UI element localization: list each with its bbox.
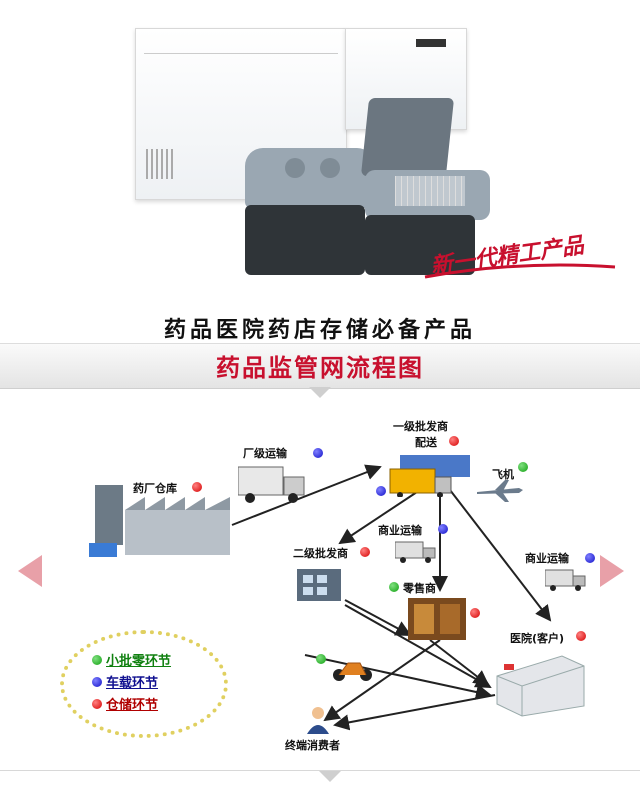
prev-arrow-icon[interactable] bbox=[18, 555, 42, 587]
retailer-label: 零售商 bbox=[403, 582, 436, 595]
retailer-green-dot bbox=[389, 582, 399, 592]
consumer-label: 终端消费者 bbox=[285, 739, 340, 752]
chest-freezer-left-image bbox=[135, 28, 347, 200]
distributor-l2-label: 二级批发商 bbox=[293, 547, 348, 560]
commercial-transport-2-blue-dot bbox=[585, 553, 595, 563]
legend-red-dot bbox=[92, 699, 102, 709]
portable-cooler-open-image bbox=[365, 170, 490, 220]
retailer-red-dot bbox=[470, 608, 480, 618]
portable-cooler-open-base bbox=[365, 215, 475, 275]
factory-warehouse-icon bbox=[89, 485, 230, 557]
distributor-l1-blue-dot bbox=[376, 486, 386, 496]
van-icon-2 bbox=[545, 569, 586, 591]
distribution-center-icon bbox=[389, 455, 470, 497]
factory-transport-blue-dot bbox=[313, 448, 323, 458]
legend-storage: 仓储环节 bbox=[106, 698, 159, 713]
hero-tagline: 药品医院药店存储必备产品 bbox=[163, 317, 476, 343]
factory-transport-label: 厂级运输 bbox=[243, 447, 287, 460]
airplane-green-dot bbox=[518, 462, 528, 472]
factory-red-dot bbox=[192, 482, 202, 492]
portable-cooler-closed-image bbox=[245, 148, 375, 208]
section-title-band bbox=[0, 343, 640, 389]
distributor-l1-red-dot bbox=[449, 436, 459, 446]
distributor-l1-sublabel: 配送 bbox=[415, 436, 437, 449]
commercial-transport-1-blue-dot bbox=[438, 524, 448, 534]
distributor-l2-building-icon bbox=[297, 569, 341, 601]
commercial-transport-1-label: 商业运输 bbox=[378, 524, 422, 537]
legend-blue-dot bbox=[92, 677, 102, 687]
portable-cooler-open-lid-image bbox=[360, 98, 455, 176]
distributor-l1-label: 一级批发商 bbox=[393, 420, 448, 433]
hero-banner: 新一代精工产品 bbox=[0, 0, 640, 300]
airplane-label: 飞机 bbox=[492, 468, 514, 481]
hospital-label: 医院(客户) bbox=[510, 632, 565, 645]
legend-vehicle: 车载环节 bbox=[106, 676, 159, 691]
legend-small-batch: 小批零环节 bbox=[106, 654, 172, 669]
airplane-icon bbox=[477, 480, 523, 502]
hospital-building-icon bbox=[496, 655, 585, 717]
truck-icon bbox=[238, 466, 305, 503]
distributor-l2-red-dot bbox=[360, 547, 370, 557]
title-pointer-icon bbox=[309, 387, 331, 398]
flow-connectors bbox=[231, 464, 552, 731]
bottom-pointer-icon bbox=[319, 771, 341, 782]
legend-green-dot bbox=[92, 655, 102, 665]
consumer-person-icon bbox=[307, 707, 329, 734]
section-title: 药品监管网流程图 bbox=[216, 354, 424, 382]
bottom-divider bbox=[0, 770, 640, 771]
motorcycle-green-dot bbox=[316, 654, 326, 664]
motorcycle-icon bbox=[333, 662, 372, 681]
slogan-swoosh bbox=[424, 263, 616, 279]
retail-store-icon bbox=[408, 598, 466, 640]
hospital-red-dot bbox=[576, 631, 586, 641]
portable-cooler-closed-base bbox=[245, 205, 365, 275]
next-arrow-icon[interactable] bbox=[600, 555, 624, 587]
factory-label: 药厂仓库 bbox=[133, 482, 177, 495]
legend-box bbox=[60, 630, 228, 738]
van-icon-1 bbox=[395, 541, 436, 563]
commercial-transport-2-label: 商业运输 bbox=[525, 552, 569, 565]
